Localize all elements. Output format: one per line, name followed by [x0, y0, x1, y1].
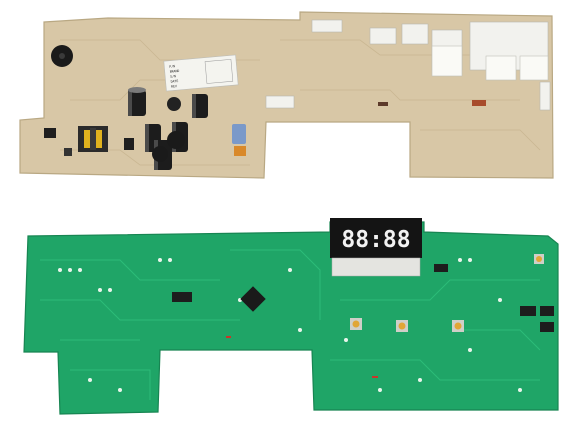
sticker-line-1: P/N — [169, 64, 175, 68]
resistor-2 — [378, 102, 388, 106]
bottom-board-traces — [40, 249, 541, 400]
button-4 — [534, 254, 544, 264]
transformer — [78, 126, 108, 152]
sticker-line-5: REV — [171, 84, 177, 88]
resistor — [472, 100, 486, 106]
capacitors — [128, 87, 208, 170]
button-3 — [452, 320, 464, 332]
ic-small-2 — [124, 138, 134, 150]
button-1 — [350, 318, 362, 330]
sticker-line-2: BRAND — [170, 69, 180, 74]
smd-chips — [172, 264, 554, 332]
bottom-board-substrate — [23, 221, 559, 415]
orange-component — [234, 146, 246, 156]
tactile-buttons — [350, 254, 544, 332]
red-marks — [226, 336, 378, 378]
display-digits: 88:88 — [341, 227, 410, 253]
seven-segment-display: 88:88 — [330, 218, 422, 277]
sticker-line-3: S/N — [170, 74, 176, 78]
ic-small-3 — [64, 148, 72, 156]
blue-capacitor — [232, 124, 246, 144]
sticker-line-4: DATE — [170, 79, 178, 84]
relays — [431, 45, 549, 81]
ic-small-1 — [44, 128, 56, 138]
microcontroller — [240, 286, 266, 312]
sticker-label: P/N BRAND S/N DATE REV — [163, 54, 239, 92]
bottom-board: 88:88 — [23, 218, 559, 415]
top-board: P/N BRAND S/N DATE REV — [19, 11, 554, 179]
button-2 — [396, 320, 408, 332]
